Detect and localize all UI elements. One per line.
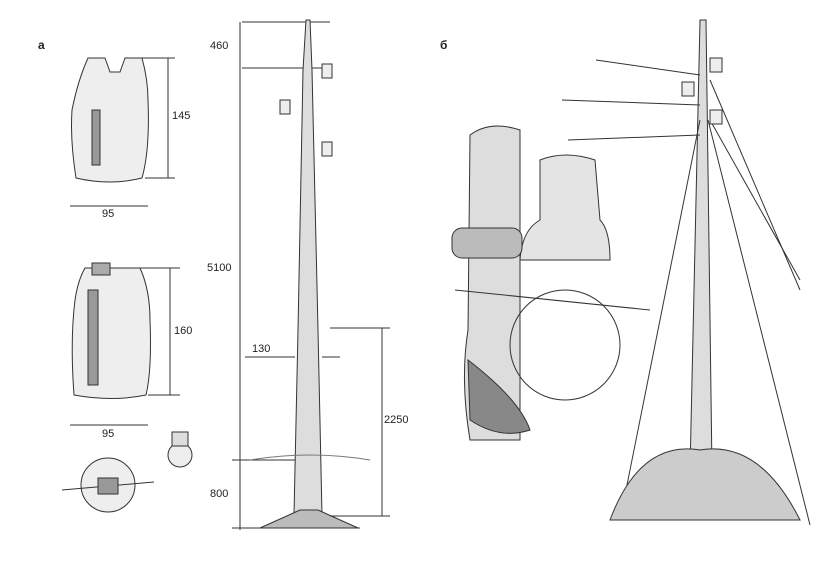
- dim-top-insulator-height: 145: [172, 110, 191, 122]
- dim-lower-insulator-width: 95: [102, 428, 115, 440]
- clamp-detail-drawing: [61, 431, 193, 513]
- dim-lower-insulator-height: 160: [174, 325, 193, 337]
- dim-top-insulator-width: 95: [102, 208, 115, 220]
- installed-pole-drawing: [561, 19, 811, 526]
- dim-pole-lower: 2250: [384, 414, 409, 426]
- insulator-top-drawing: [70, 57, 175, 207]
- pole-drawing: [232, 19, 390, 530]
- dim-pole-diameter: 130: [252, 343, 271, 355]
- insulator-closeup-drawing: [451, 125, 651, 441]
- dim-pole-main: 5100: [207, 262, 232, 274]
- insulator-lower-drawing: [70, 262, 180, 426]
- dim-pole-top: 460: [210, 40, 229, 52]
- panel-label-b: б: [440, 38, 448, 52]
- panel-label-a: а: [38, 38, 45, 52]
- dim-pole-base: 800: [210, 488, 229, 500]
